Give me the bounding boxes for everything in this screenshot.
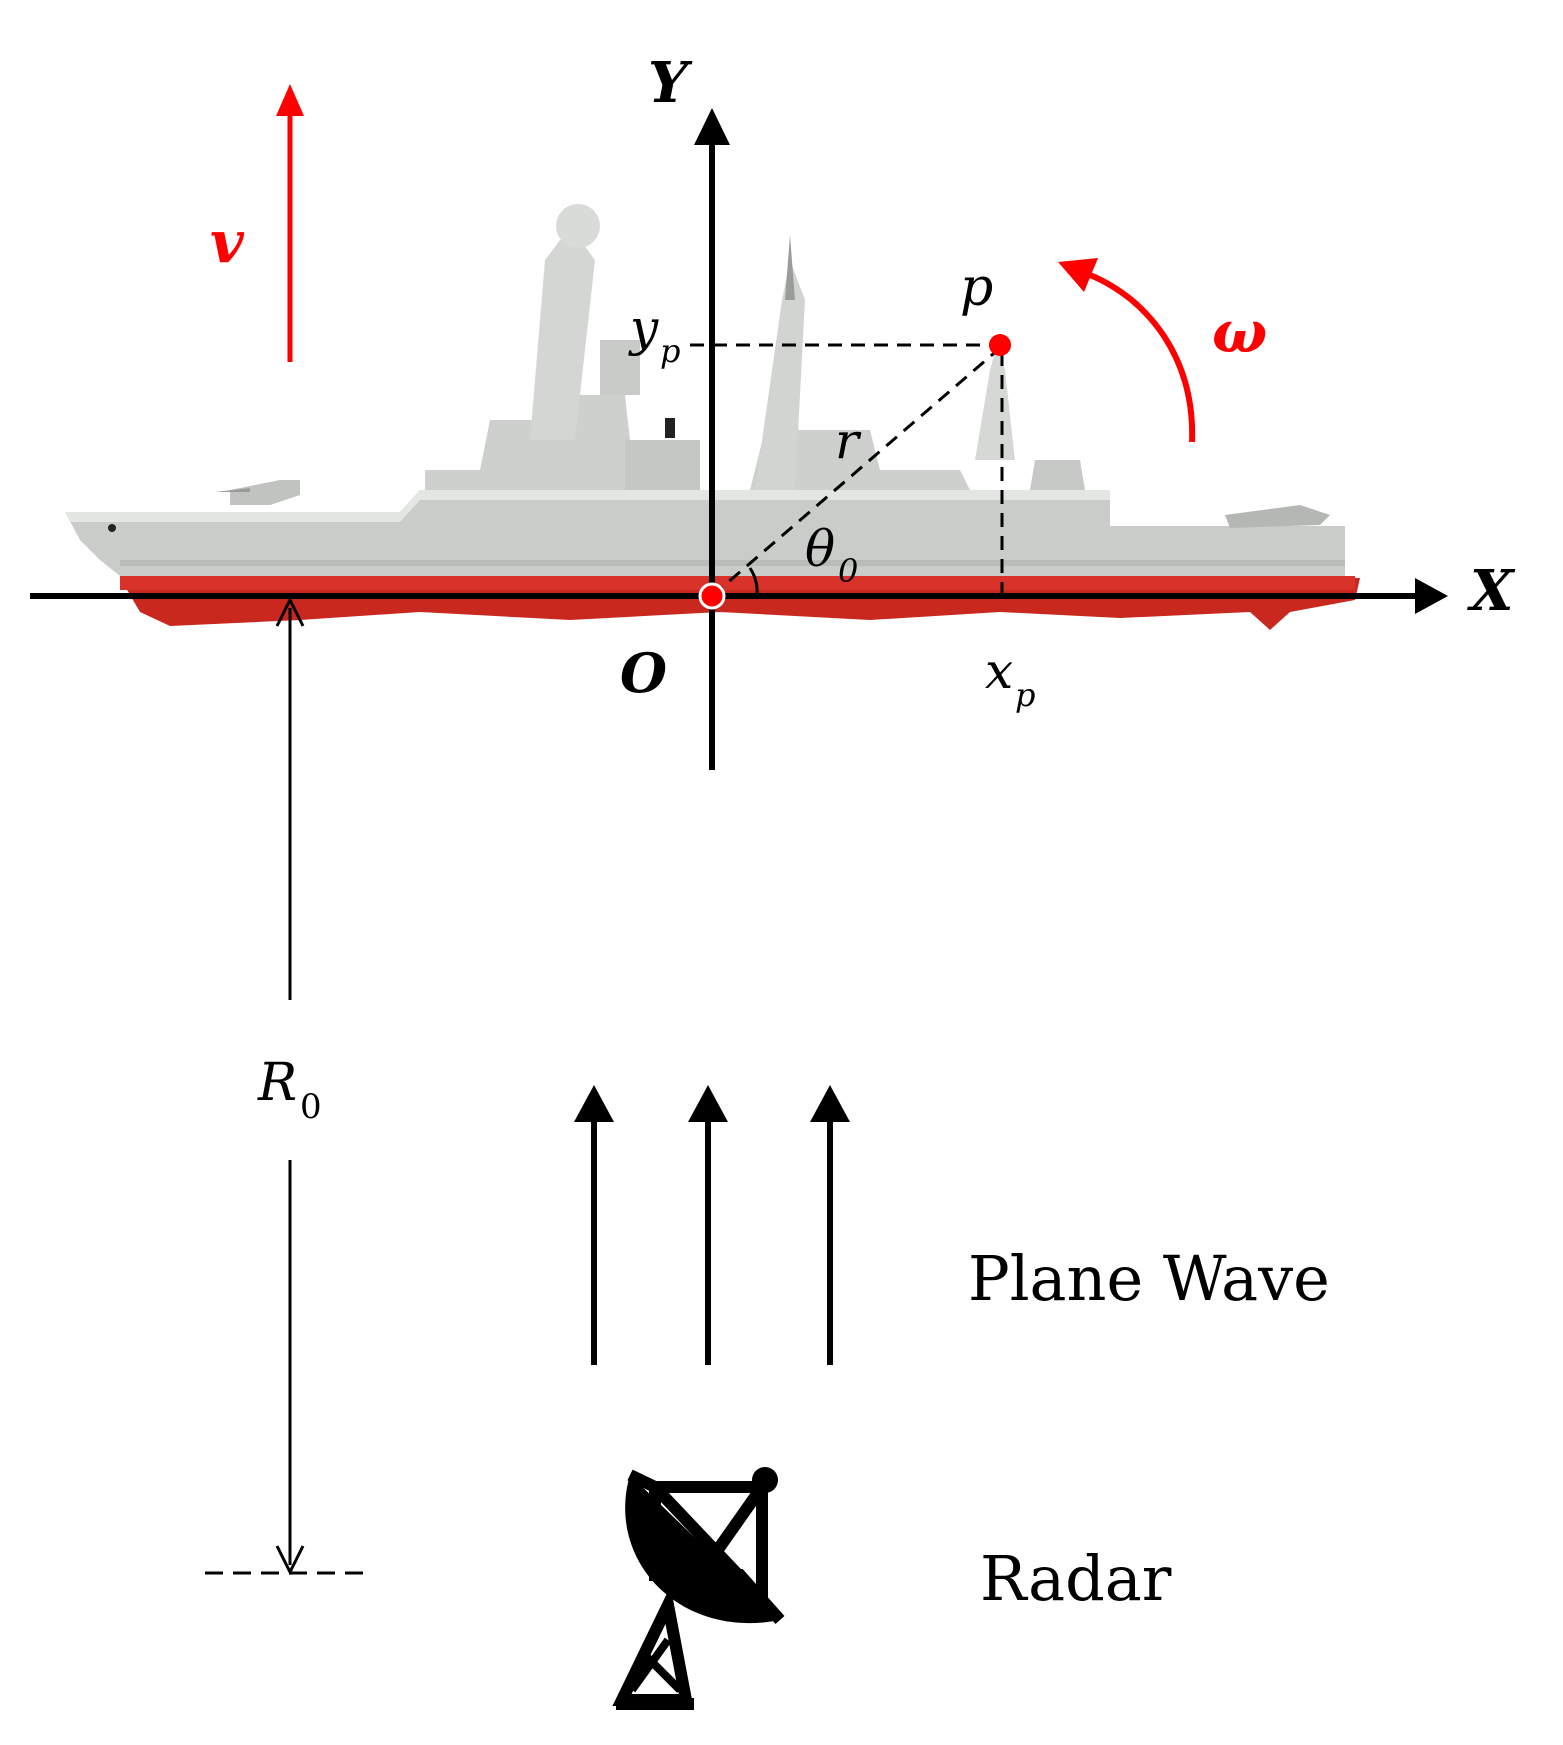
point-p-label: p xyxy=(960,258,993,318)
plane-wave-arrowhead-1 xyxy=(574,1085,614,1122)
rotation-arrowhead xyxy=(1058,258,1098,292)
warship-icon xyxy=(65,204,1360,630)
y-axis-arrowhead xyxy=(694,108,730,145)
radius-label: r xyxy=(835,412,862,470)
point-p-marker xyxy=(989,334,1011,356)
x-axis-arrowhead xyxy=(1415,578,1448,614)
plane-wave-arrowhead-2 xyxy=(688,1085,728,1122)
radar-dish-icon xyxy=(612,1467,785,1710)
velocity-arrowhead xyxy=(276,84,304,116)
rotation-arrow-arc xyxy=(1088,272,1196,443)
x-axis-label: X xyxy=(1467,558,1516,624)
theta-subscript: 0 xyxy=(838,552,858,590)
xp-subscript: p xyxy=(1015,676,1035,714)
range-label: R xyxy=(257,1053,297,1113)
omega-label: ω xyxy=(1212,298,1267,366)
velocity-label: v xyxy=(210,208,245,276)
origin-point xyxy=(698,582,726,610)
radar-label: Radar xyxy=(980,1542,1172,1615)
y-axis-label: Y xyxy=(648,50,693,116)
radius-dashed-line xyxy=(711,346,1001,598)
range-arrowhead-top xyxy=(275,596,305,627)
range-subscript: 0 xyxy=(300,1087,322,1127)
origin-label: O xyxy=(620,641,667,705)
plane-wave-arrowhead-3 xyxy=(810,1085,850,1122)
theta-arc xyxy=(748,567,759,597)
yp-subscript: p xyxy=(660,332,680,370)
yp-label: y xyxy=(628,299,659,357)
xp-label: x xyxy=(985,642,1013,700)
plane-wave-label: Plane Wave xyxy=(968,1242,1330,1315)
theta-label: θ xyxy=(805,520,835,578)
